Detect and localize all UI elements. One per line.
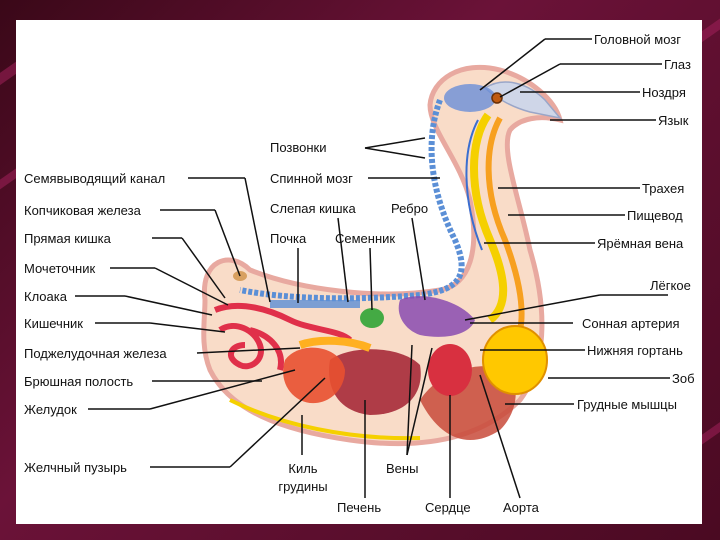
label-grudiny: грудины	[268, 479, 338, 494]
label-spinnoy-mozg: Спинной мозг	[270, 171, 353, 186]
label-pishchevod: Пищевод	[627, 208, 683, 223]
label-semyavyvodyashchiy-kanal: Семявыводящий канал	[24, 171, 165, 186]
label-yaremnaya-vena: Ярёмная вена	[597, 236, 683, 251]
label-nozdrya: Ноздря	[642, 85, 686, 100]
kidney	[270, 300, 360, 308]
eye	[492, 93, 502, 103]
label-aorta: Аорта	[503, 500, 539, 515]
label-kloaka: Клоака	[24, 289, 67, 304]
label-pechen: Печень	[337, 500, 381, 515]
label-rebro: Ребро	[391, 201, 428, 216]
label-kishechnik: Кишечник	[24, 316, 83, 331]
label-serdtse: Сердце	[425, 500, 471, 515]
label-grudnye-myshtsy: Грудные мышцы	[577, 397, 677, 412]
brain	[444, 84, 496, 112]
label-trakheya: Трахея	[642, 181, 684, 196]
label-bryushnaya-polost: Брюшная полость	[24, 374, 133, 389]
label-semennik: Семенник	[335, 231, 395, 246]
testis	[360, 308, 384, 328]
label-zheludok: Желудок	[24, 402, 77, 417]
label-yazyk: Язык	[658, 113, 688, 128]
label-mochetochnik: Мочеточник	[24, 261, 95, 276]
heart	[428, 344, 472, 396]
label-nizhnyaya-gortan: Нижняя гортань	[587, 343, 683, 358]
label-pryamaya-kishka: Прямая кишка	[24, 231, 111, 246]
label-podzheludochnaya-zheleza: Поджелудочная железа	[24, 346, 167, 361]
label-zob: Зоб	[672, 371, 695, 386]
label-zhelchny-puzyr: Желчный пузырь	[24, 460, 127, 475]
label-veny: Вены	[386, 461, 418, 476]
label-kil: Киль	[276, 461, 330, 476]
label-pochka: Почка	[270, 231, 306, 246]
label-slepaya-kishka: Слепая кишка	[270, 201, 356, 216]
crop	[483, 326, 547, 394]
label-kopchikovaya-zheleza: Копчиковая железа	[24, 203, 141, 218]
label-pozvonki: Позвонки	[270, 140, 327, 155]
label-sonnaya-arteriya: Сонная артерия	[582, 316, 680, 331]
spine	[240, 100, 462, 298]
label-lyogkoe: Лёгкое	[650, 278, 691, 293]
label-glaz: Глаз	[664, 57, 691, 72]
label-golovnoy-mozg: Головной мозг	[594, 32, 681, 47]
